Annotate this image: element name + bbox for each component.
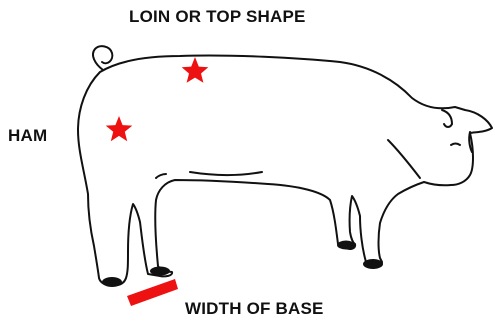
ear bbox=[442, 110, 452, 127]
eye bbox=[451, 144, 460, 146]
belly-line bbox=[190, 172, 262, 175]
shoulder-line bbox=[388, 140, 420, 178]
body-outline bbox=[78, 55, 492, 285]
hoof-front-left bbox=[337, 241, 355, 250]
star-icon bbox=[182, 57, 209, 83]
flank-line bbox=[156, 174, 166, 178]
star-icon bbox=[106, 116, 133, 141]
hoof-rear-right bbox=[150, 267, 170, 276]
red-bar bbox=[127, 279, 178, 306]
pig-outline bbox=[78, 46, 492, 285]
hoof-front-right bbox=[363, 259, 383, 269]
hoof-rear-left bbox=[102, 277, 122, 287]
